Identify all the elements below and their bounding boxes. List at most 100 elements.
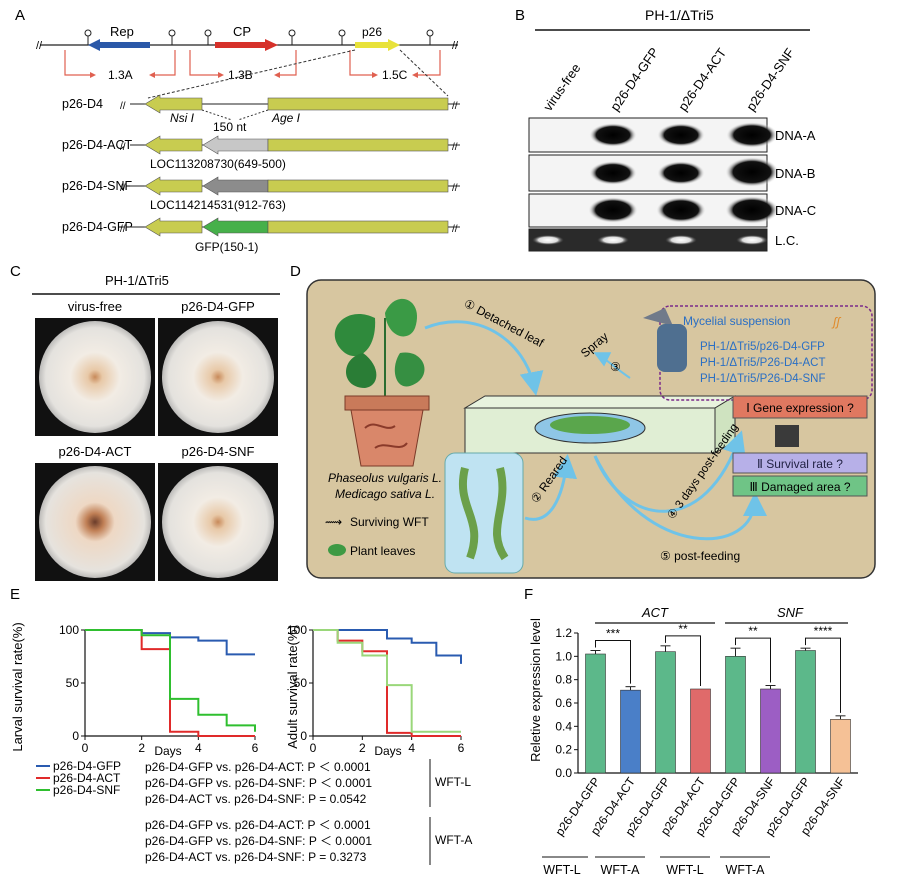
panel-c-plates: C PH-1/ΔTri5 virus-free p26-D4-GFP p26-D…	[10, 263, 280, 581]
blot-row-dna-c: DNA-C	[528, 193, 816, 228]
group-label-snf: SNF	[777, 605, 804, 620]
snf-insert	[202, 176, 269, 196]
blot-row-dna-b: DNA-B	[528, 154, 815, 192]
suspension-item: PH-1/ΔTri5/P26-D4-SNF	[700, 373, 825, 385]
bar-6	[795, 650, 816, 774]
zoom-line-left	[147, 49, 356, 99]
snf-insert-label: LOC114214531(912-763)	[150, 198, 286, 212]
adult-y-axis-label: Adult survival rate(%)	[285, 625, 300, 749]
blot-band	[725, 196, 779, 224]
expression-bar-chart: 0.00.20.40.60.81.01.2p26-D4-GFPp26-D4-AC…	[552, 622, 858, 838]
y-tick-label: 0.4	[555, 719, 572, 733]
significance-mark: **	[748, 624, 758, 638]
p26-label: p26	[362, 25, 382, 39]
panel-letter-e: E	[10, 586, 20, 603]
plate-label: p26-D4-SNF	[182, 444, 255, 459]
y-tick-label: 50	[294, 676, 308, 690]
blot-band	[657, 123, 705, 147]
outcome-box-survival-rate	[732, 452, 868, 474]
lane-label: p26-D4-SNF	[743, 45, 797, 113]
bottom-group-label: WFT-L	[543, 863, 581, 877]
lane-label: p26-D4-GFP	[607, 45, 662, 114]
panel-d-workflow: D Phaseolus vulgaris L. Medicago sativa …	[290, 263, 876, 579]
plate-p26-d4-gfp	[162, 321, 274, 433]
stat-line: p26-D4-GFP vs. p26-D4-SNF: P ＜ 0.0001	[145, 834, 372, 848]
bar-2	[655, 651, 676, 774]
group-label-act: ACT	[641, 605, 669, 620]
x-tick-label: 6	[252, 741, 259, 755]
construct-p26-d4-gfp: p26-D4-GFP // // GFP(150-1)	[62, 217, 460, 254]
significance-bracket	[665, 635, 701, 686]
outcome-box-damaged-area	[732, 475, 868, 497]
row-label: L.C.	[775, 233, 799, 248]
svg-text:Ⅲ Damaged area ?: Ⅲ Damaged area ?	[750, 480, 851, 494]
y-tick-label: 0.6	[555, 696, 572, 710]
blot-row-lc: L.C.	[528, 228, 799, 252]
plate-virus-free	[39, 321, 151, 433]
panel-letter-f: F	[524, 586, 533, 603]
stat-line: p26-D4-ACT vs. p26-D4-SNF: P = 0.0542	[145, 792, 367, 806]
larval-x-axis-label: Days	[154, 744, 181, 758]
svg-text:Ⅱ Survival rate ?: Ⅱ Survival rate ?	[757, 457, 843, 471]
y-tick-label: 50	[66, 676, 80, 690]
construct-p26-d4: p26-D4 // // Nsi I 150 nt Age I	[62, 94, 460, 134]
bottom-group-label: WFT-L	[666, 863, 704, 877]
transcript-1-5c: 1.5C	[382, 68, 408, 82]
x-tick-label: 0	[310, 741, 317, 755]
panel-a: A // // Rep CP p26 1.3A 1.3B 1.5C p26-D4…	[0, 0, 505, 258]
group-label-wft-a: WFT-A	[435, 833, 472, 847]
bar-4	[725, 656, 746, 774]
y-tick-label: 100	[59, 623, 79, 637]
transcript-1-3b: 1.3B	[228, 68, 253, 82]
suspension-item: PH-1/ΔTri5/p26-D4-GFP	[700, 341, 825, 353]
bar-5	[760, 688, 781, 774]
significance-bracket	[805, 637, 841, 713]
stat-line: p26-D4-GFP vs. p26-D4-SNF: P ＜ 0.0001	[145, 776, 372, 790]
x-tick-label: 6	[458, 741, 465, 755]
step5-label: ⑤ post-feeding	[660, 549, 740, 563]
legend-label: Surviving WFT	[350, 515, 429, 529]
row-label: DNA-B	[775, 166, 815, 181]
y-tick-label: 0.8	[555, 673, 572, 687]
rearing-tube	[444, 452, 524, 574]
svg-text://: //	[452, 101, 458, 112]
x-tick-label: 2	[359, 741, 366, 755]
plant-species: Medicago sativa L.	[335, 487, 435, 501]
blot-band	[725, 157, 779, 187]
blot-band	[532, 235, 564, 245]
survival-line-p26-D4-GFP	[313, 629, 462, 664]
significance-bracket	[735, 637, 771, 683]
legend-label: p26-D4-GFP	[53, 759, 121, 773]
blot-band	[656, 197, 706, 223]
plate-p26-d4-snf	[162, 466, 274, 578]
blot-row-dna-a: DNA-A	[528, 117, 816, 153]
row-label: DNA-A	[775, 128, 816, 143]
outcome-box-gene-expression	[732, 395, 868, 419]
plant-species: Phaseolus vulgaris L.	[328, 471, 442, 485]
age-site-label: Age I	[271, 111, 301, 125]
larval-y-axis-label: Larval survival rate(%)	[10, 622, 25, 751]
lane-label: p26-D4-ACT	[675, 45, 729, 113]
p26-5prime-segment	[144, 94, 203, 114]
suspension-item: PH-1/ΔTri5/P26-D4-ACT	[700, 357, 825, 369]
x-tick-label: 2	[138, 741, 145, 755]
step3-label: ③	[610, 360, 621, 374]
blot-band	[657, 161, 705, 185]
p26-3prime-segment	[267, 97, 449, 111]
panel-a-diagram: A // // Rep CP p26 1.3A 1.3B 1.5C p26-D4…	[15, 7, 460, 254]
step1-arrow	[424, 320, 544, 396]
blot-band	[736, 235, 768, 245]
bottom-group-label: WFT-A	[601, 863, 641, 877]
adult-x-axis-label: Days	[374, 744, 401, 758]
y-tick-label: 1.2	[555, 626, 572, 640]
blot-band	[589, 161, 637, 185]
y-tick-label: 0.0	[555, 766, 572, 780]
blot-band	[726, 122, 778, 148]
group-label-wft-l: WFT-L	[435, 775, 471, 789]
svg-text://: //	[452, 224, 458, 235]
zoom-line-right	[399, 49, 449, 97]
svg-text://: //	[120, 224, 126, 235]
panel-b-blot: B PH-1/ΔTri5 virus-free p26-D4-GFP p26-D…	[515, 7, 816, 252]
